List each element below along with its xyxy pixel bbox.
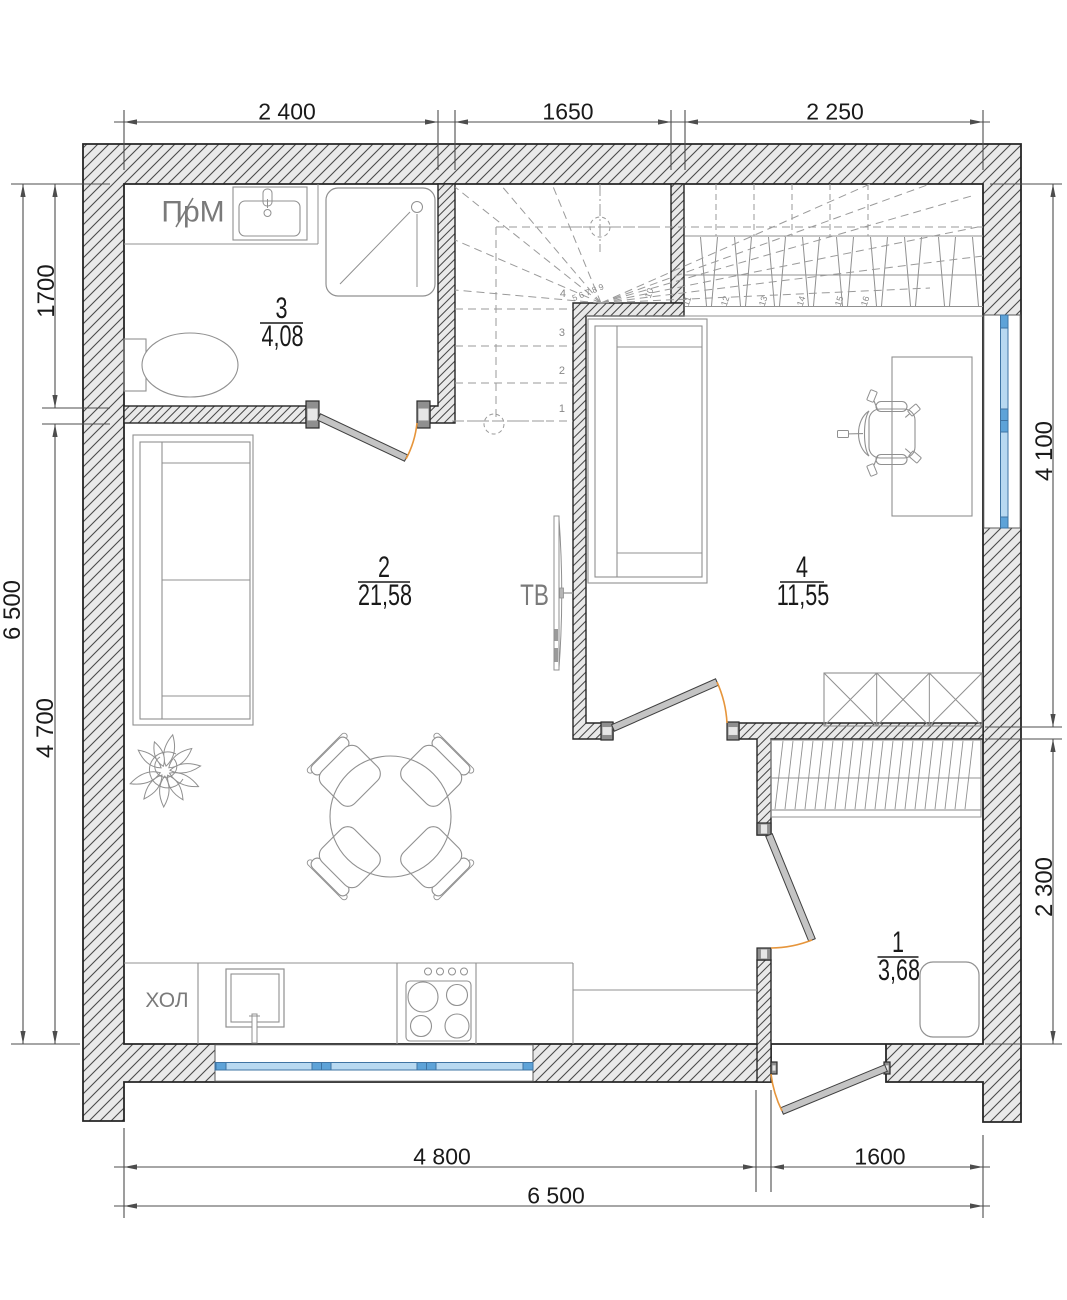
svg-text:14: 14 (795, 295, 808, 308)
svg-text:21,58: 21,58 (358, 577, 412, 611)
svg-text:6 500: 6 500 (0, 580, 26, 640)
svg-text:6 500: 6 500 (527, 1183, 585, 1209)
svg-text:2: 2 (378, 549, 390, 583)
svg-text:3: 3 (559, 327, 565, 339)
svg-text:2 400: 2 400 (258, 99, 316, 125)
svg-text:1650: 1650 (542, 99, 593, 125)
svg-text:4,08: 4,08 (261, 318, 303, 352)
svg-text:3: 3 (275, 290, 287, 324)
svg-text:1600: 1600 (854, 1144, 905, 1170)
svg-text:ПрМ: ПрМ (161, 196, 224, 229)
svg-text:2 250: 2 250 (806, 99, 864, 125)
svg-text:15: 15 (833, 295, 846, 308)
svg-text:11,55: 11,55 (777, 577, 829, 611)
svg-text:2: 2 (559, 365, 565, 377)
svg-text:10: 10 (643, 287, 656, 300)
svg-text:2 300: 2 300 (1031, 857, 1058, 917)
svg-text:4: 4 (560, 288, 566, 300)
svg-text:13: 13 (757, 295, 770, 308)
svg-text:11: 11 (681, 295, 693, 307)
svg-text:4 100: 4 100 (1031, 421, 1058, 481)
svg-text:ТВ: ТВ (520, 578, 549, 612)
svg-text:4: 4 (796, 549, 808, 583)
svg-text:1: 1 (559, 403, 565, 415)
svg-text:3,68: 3,68 (878, 952, 920, 986)
svg-text:12: 12 (719, 295, 732, 308)
svg-text:4 700: 4 700 (32, 698, 59, 758)
svg-text:1700: 1700 (33, 264, 60, 317)
svg-text:16: 16 (859, 295, 872, 308)
svg-text:ХОЛ: ХОЛ (145, 989, 188, 1012)
svg-text:1: 1 (892, 924, 904, 958)
svg-text:4 800: 4 800 (413, 1144, 471, 1170)
